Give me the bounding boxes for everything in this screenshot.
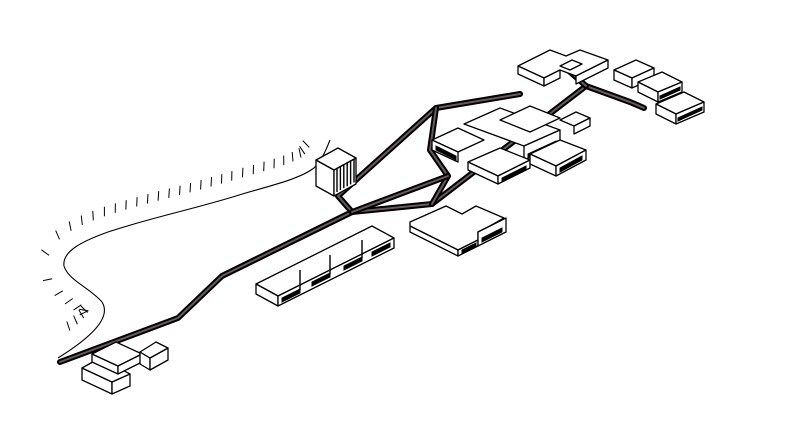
slope-hatch-mark: [189, 182, 192, 193]
slope-hatch-mark: [79, 308, 89, 312]
slope-hatch-mark: [80, 215, 83, 226]
building-cluster-northeast: [517, 49, 609, 87]
slope-hatch-mark: [179, 185, 181, 196]
slope-hatch-mark: [168, 188, 170, 198]
slope-hatch-mark: [299, 146, 306, 155]
slope-hatch-mark: [291, 151, 294, 162]
road-network: [57, 67, 647, 365]
slope-hatch-mark: [54, 290, 64, 297]
building-cluster-east: [613, 59, 705, 125]
slope-hatch-mark: [210, 177, 212, 187]
slope-hatch-mark: [55, 230, 60, 240]
building-cluster-southwest: [81, 341, 169, 395]
slope-hatch-mark: [73, 304, 82, 311]
slope-hatch-mark: [146, 194, 149, 204]
slope-hatch-mark: [73, 315, 78, 325]
slope-hatch-mark: [79, 310, 89, 316]
slope-hatch-mark: [64, 298, 73, 305]
tower-block: [315, 147, 357, 197]
long-slab-building: [255, 225, 395, 307]
cross-shaped-building: [409, 205, 507, 257]
slope-hatch-mark: [68, 221, 72, 231]
slope-hatching: [41, 140, 310, 331]
terrain-contour: [57, 139, 331, 359]
slope-hatch-mark: [157, 191, 160, 201]
slope-hatch-mark: [92, 210, 94, 221]
slope-hatch-mark: [41, 249, 50, 256]
main-building-complex: [431, 105, 591, 185]
slope-hatch-mark: [200, 179, 202, 190]
slope-hatch-mark: [298, 148, 302, 158]
slope-hatch-mark: [42, 278, 53, 282]
slope-hatch-mark: [302, 140, 310, 148]
slope-hatch-mark: [66, 321, 71, 331]
